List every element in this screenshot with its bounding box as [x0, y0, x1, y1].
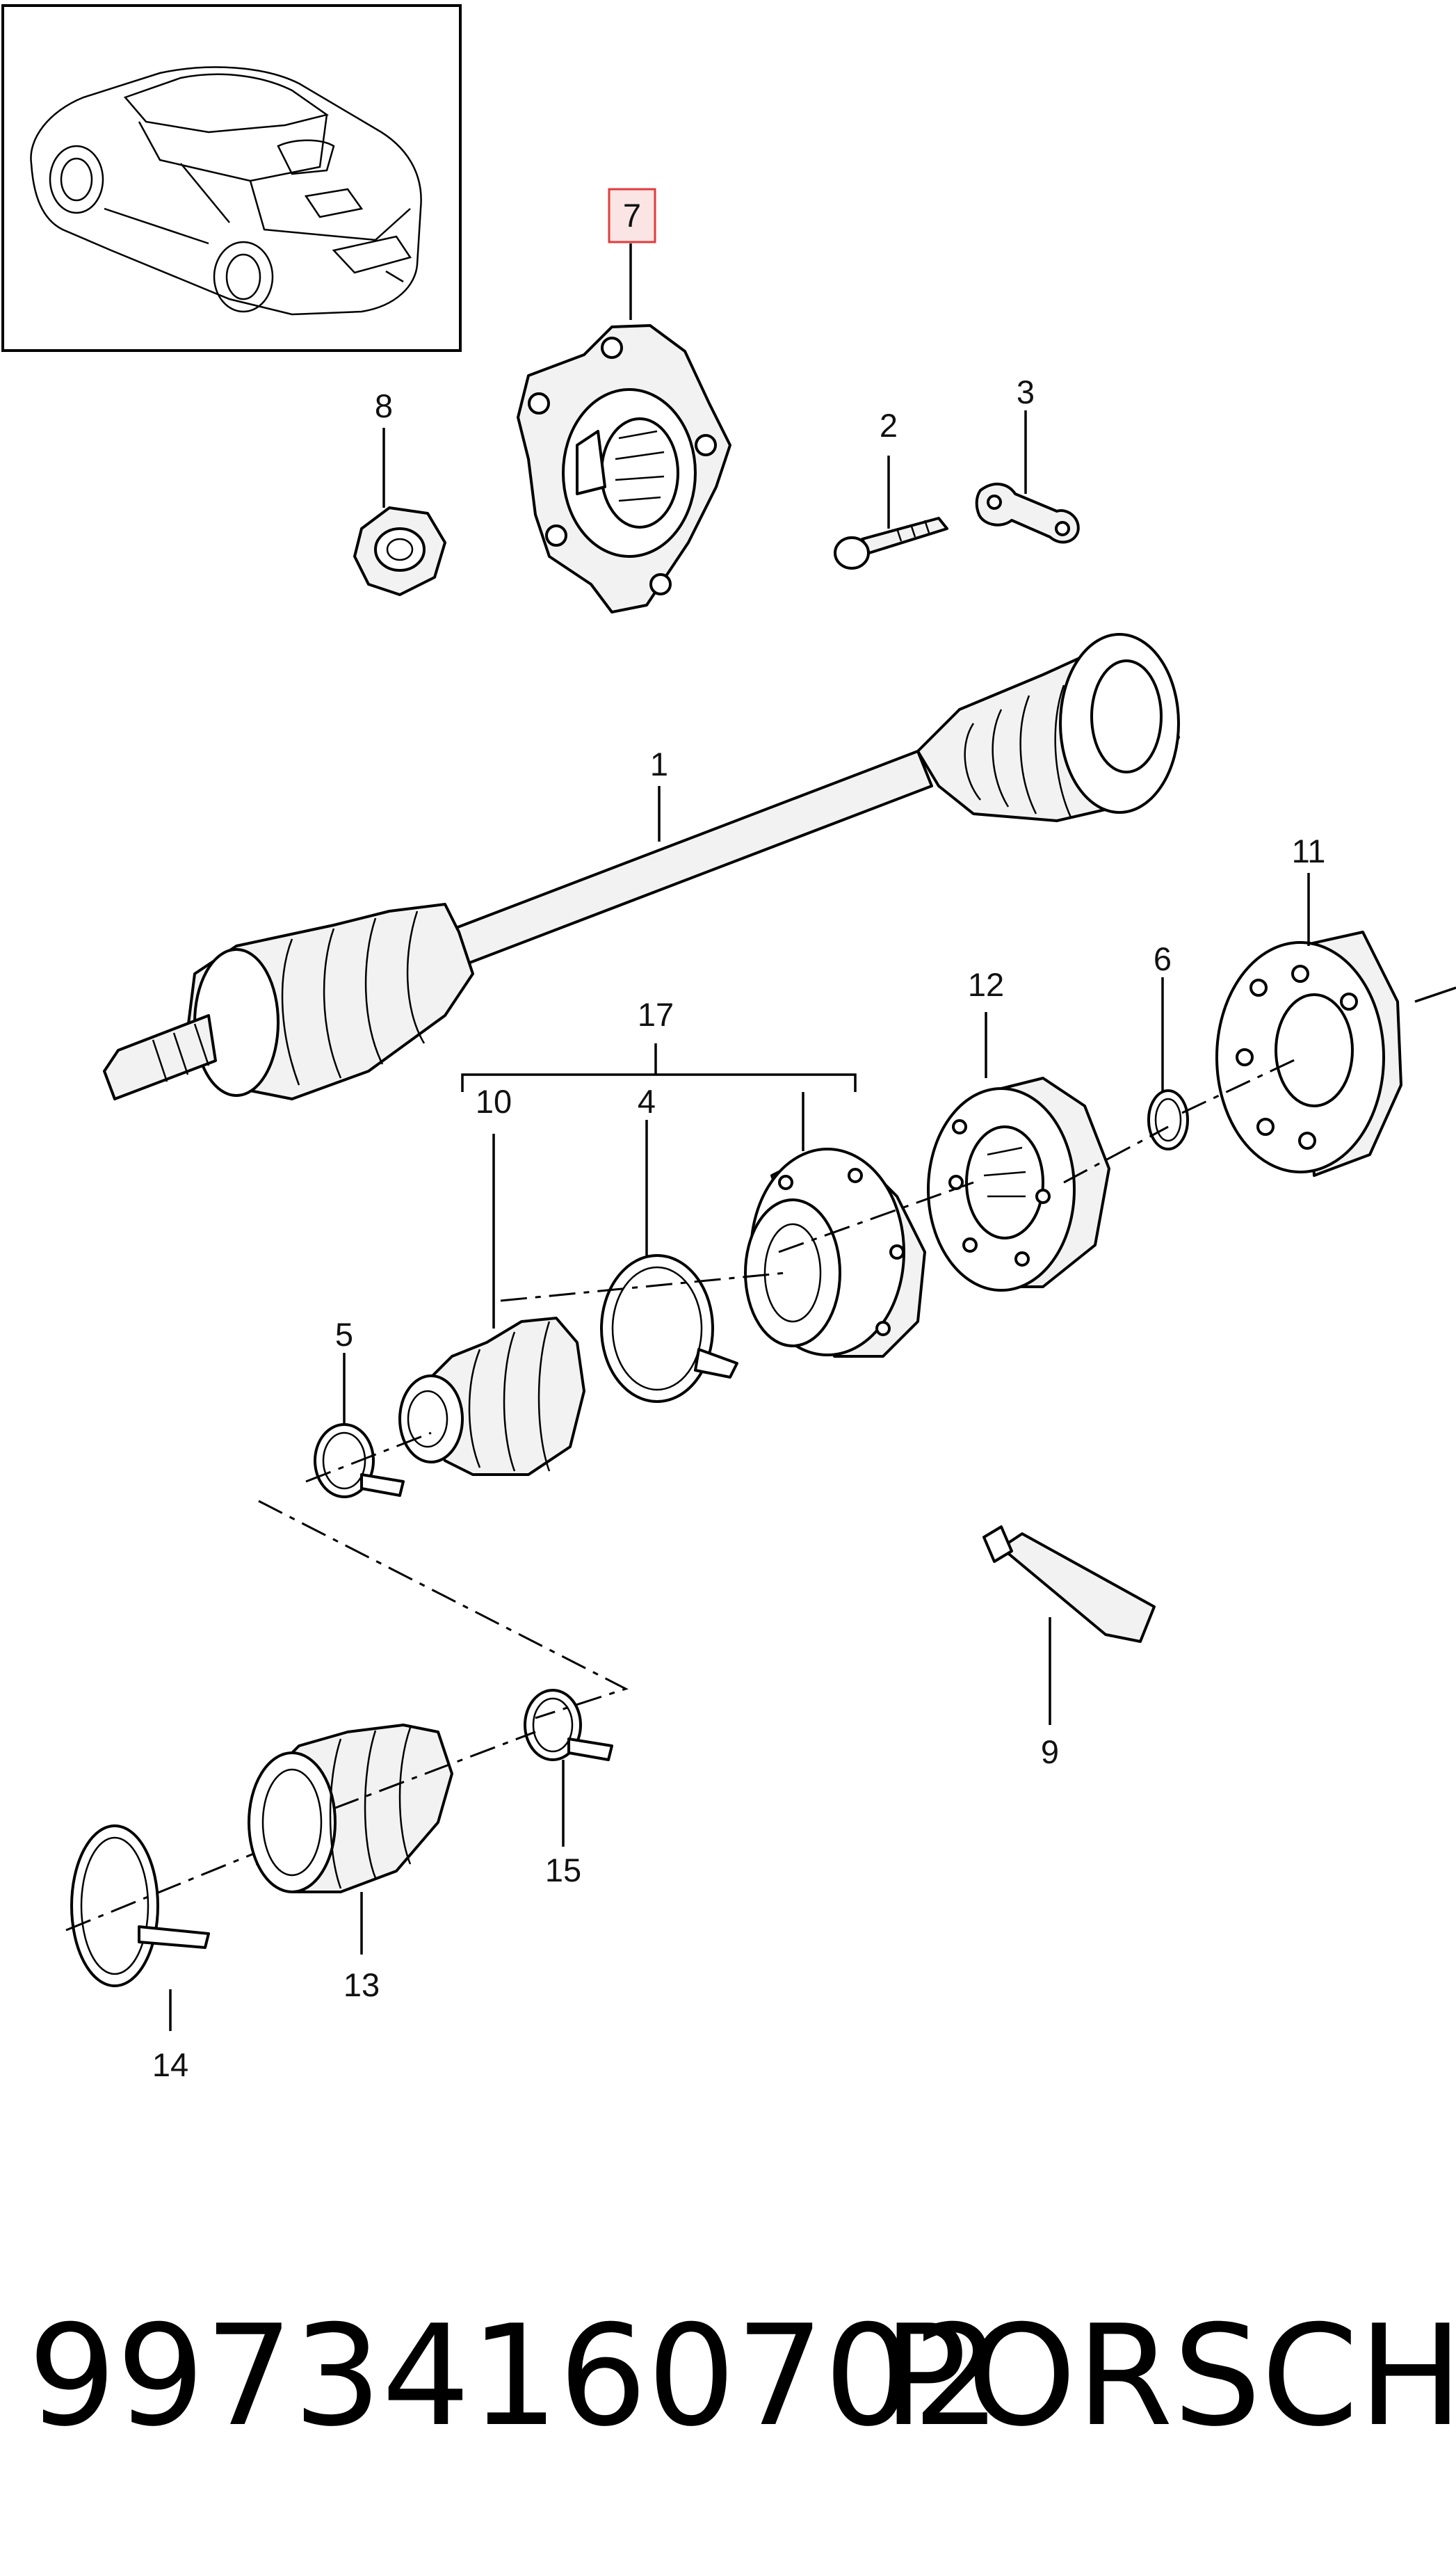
callout-12: 12	[968, 966, 1004, 1003]
callout-10: 10	[476, 1083, 512, 1120]
part-3-locking-plate[interactable]	[975, 483, 1080, 544]
part-9-grease-tube[interactable]	[982, 1525, 1156, 1643]
vehicle-thumbnail	[1, 4, 462, 352]
callout-6: 6	[1154, 940, 1172, 977]
part-12-inner-hub[interactable]	[927, 1077, 1110, 1292]
part-2-bolt[interactable]	[834, 517, 948, 570]
callout-13: 13	[343, 1966, 380, 2003]
callout-5: 5	[335, 1316, 353, 1353]
callout-1: 1	[650, 746, 668, 783]
part-6-circlip[interactable]	[1147, 1089, 1189, 1150]
part-17-joint-housing[interactable]	[744, 1148, 926, 1358]
brand-text: PORSCHE	[883, 2295, 1456, 2457]
part-8-nut[interactable]	[353, 506, 446, 596]
part-13-boot[interactable]	[248, 1724, 453, 1893]
leader-lines	[169, 243, 1310, 2031]
part-10-boot[interactable]	[398, 1317, 585, 1476]
part-4-band-clamp[interactable]	[600, 1254, 738, 1403]
part-14-large-clamp[interactable]	[70, 1824, 210, 1987]
callout-2: 2	[880, 407, 898, 444]
callout-labels: 7 8 2 3 1 11 6 12 17 10 4 5 9 15 13 14	[152, 197, 1326, 2083]
assembly-axis-lines	[65, 1056, 1301, 1932]
callout-4: 4	[638, 1083, 656, 1120]
callout-11: 11	[1292, 833, 1326, 869]
callout-7: 7	[623, 197, 641, 234]
callout-3: 3	[1017, 374, 1035, 410]
callout-14: 14	[152, 2046, 188, 2083]
part-number-text: 99734160702	[28, 2295, 1001, 2457]
callout-9: 9	[1041, 1733, 1059, 1770]
callout-15: 15	[545, 1852, 581, 1888]
part-15-clamp[interactable]	[524, 1689, 613, 1761]
part-1-drive-shaft[interactable]	[103, 633, 1180, 1100]
callout-8: 8	[375, 387, 393, 424]
part-7-flange[interactable]	[517, 324, 731, 613]
highlight-box-part-7[interactable]	[608, 188, 656, 243]
callout-17: 17	[638, 996, 674, 1033]
footer: 99734160702 PORSCHE	[28, 2295, 1456, 2457]
part-11-outer-joint[interactable]	[1215, 931, 1456, 1177]
